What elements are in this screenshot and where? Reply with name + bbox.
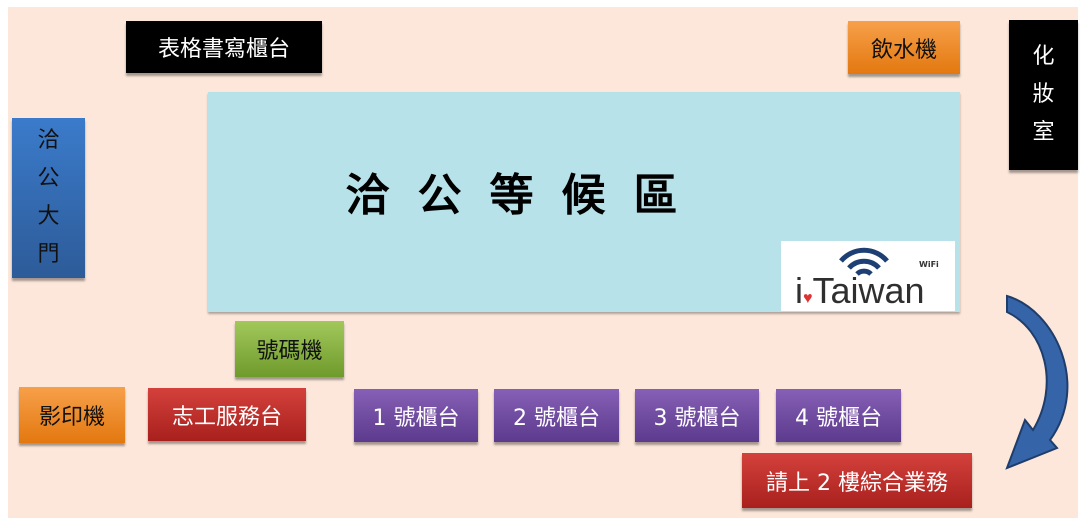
counter-label: 4 號櫃台 (795, 405, 882, 431)
counter-4: 4 號櫃台 (776, 389, 901, 442)
wifi-label: WiFi (919, 260, 939, 269)
ticket-machine: 號碼機 (235, 321, 344, 377)
heart-icon: ♥ (803, 290, 813, 307)
counter-1: 1 號櫃台 (354, 389, 478, 442)
counter-label: 3 號櫃台 (653, 405, 741, 431)
counter-3: 3 號櫃台 (635, 389, 759, 442)
counter-label: 1 號櫃台 (372, 405, 460, 431)
wifi-icon (839, 247, 889, 276)
itaiwan-text: i♥Taiwan (795, 270, 925, 311)
entrance-char: 門 (37, 242, 60, 267)
upstairs-label: 請上 2 樓綜合業務 (766, 470, 948, 496)
counter-2: 2 號櫃台 (494, 389, 619, 442)
upstairs-services: 請上 2 樓綜合業務 (742, 453, 972, 508)
restroom-char: 化 (1032, 44, 1055, 69)
restroom-char: 妝 (1032, 82, 1055, 107)
volunteer-desk-label: 志工服務台 (171, 404, 282, 430)
form-writing-counter-label: 表格書寫櫃台 (157, 37, 290, 62)
water-dispenser-label: 飲水機 (870, 37, 937, 63)
curved-arrow-icon (1005, 294, 1069, 470)
itaiwan-logo: i♥Taiwan WiFi (781, 241, 955, 311)
entrance-char: 公 (37, 166, 60, 191)
waiting-area: 洽公等候區 i♥Taiwan WiFi (208, 92, 960, 312)
main-entrance: 洽 公 大 門 (12, 118, 85, 278)
counter-label: 2 號櫃台 (513, 405, 600, 431)
form-writing-counter: 表格書寫櫃台 (126, 21, 322, 73)
restroom: 化 妝 室 (1009, 20, 1078, 170)
waiting-area-title: 洽公等候區 (345, 170, 706, 221)
ticket-machine-label: 號碼機 (256, 339, 323, 364)
entrance-char: 洽 (37, 128, 60, 153)
restroom-char: 室 (1032, 120, 1055, 145)
entrance-char: 大 (37, 204, 60, 229)
volunteer-desk: 志工服務台 (148, 388, 306, 441)
copier-label: 影印機 (38, 405, 105, 430)
water-dispenser: 飲水機 (848, 21, 960, 74)
itaiwan-word: Taiwan (812, 270, 925, 311)
copier: 影印機 (19, 387, 125, 443)
